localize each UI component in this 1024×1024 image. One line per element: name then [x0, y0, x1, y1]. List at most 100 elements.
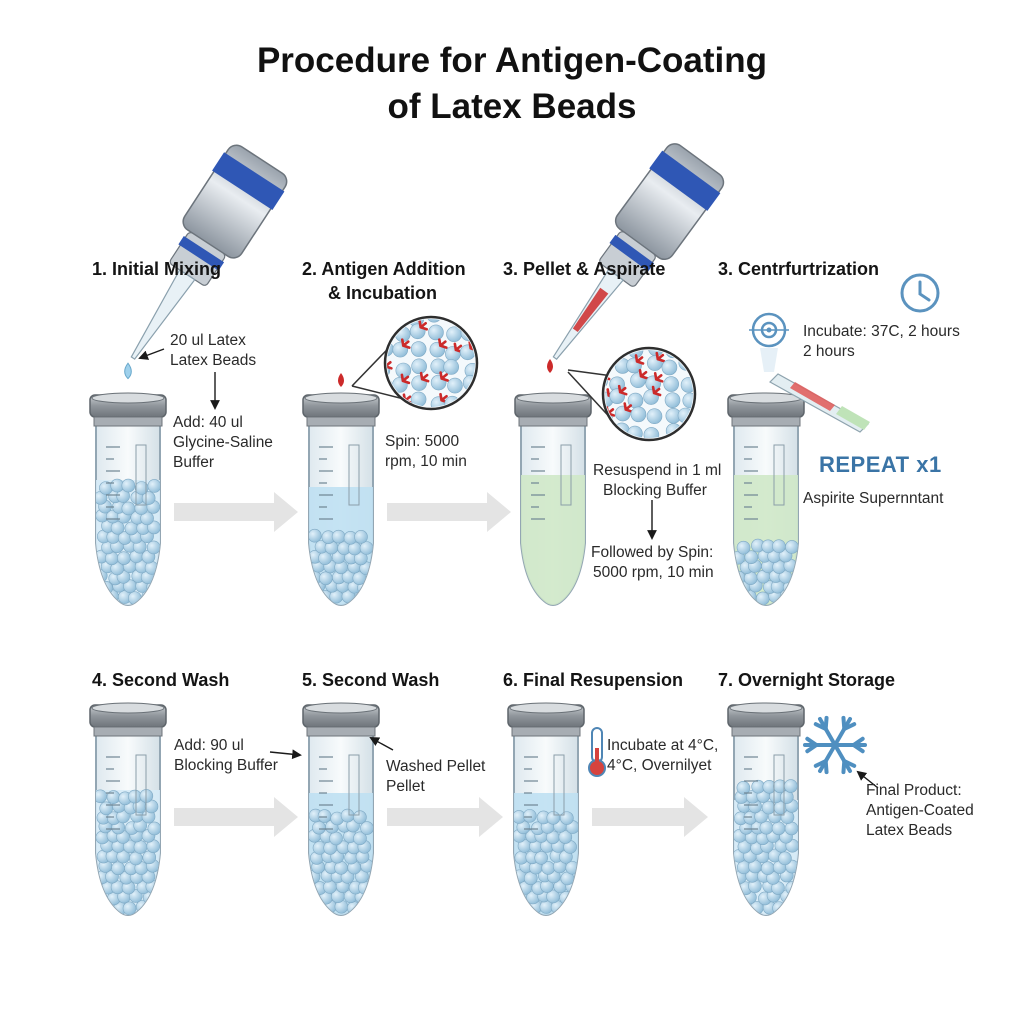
flow-arrow: [387, 797, 503, 837]
bead: [340, 808, 355, 823]
tube: [727, 702, 805, 916]
step-3-title: 3. Pellet & Aspirate: [503, 259, 666, 279]
bead: [111, 861, 125, 876]
note-blocking90-line-2: Blocking Buffer: [174, 757, 278, 774]
note-incubate4-line-2: 4°C, Overnilyet: [607, 757, 712, 774]
bead: [754, 809, 768, 824]
bead: [771, 821, 786, 836]
flow-arrow: [174, 492, 298, 532]
step-2-title-line-1: 2. Antigen Addition: [302, 259, 466, 279]
bead: [630, 406, 647, 423]
bead: [411, 358, 427, 375]
bead: [354, 530, 368, 544]
bead: [96, 789, 108, 804]
bead: [443, 359, 459, 375]
antigen-molecule: [675, 340, 682, 348]
tube-scale: [773, 444, 785, 506]
tube-collar: [518, 416, 588, 427]
bead: [560, 811, 574, 825]
tube-cap-rim: [509, 702, 583, 714]
note-glycine-line-3: Buffer: [173, 454, 215, 471]
antigen-molecule: [605, 423, 614, 435]
bead: [312, 820, 326, 835]
tube-cap-rim: [304, 702, 378, 714]
bead: [147, 821, 160, 836]
bead: [96, 590, 109, 604]
note-spin-line-2: rpm, 10 min: [385, 453, 467, 470]
flow-arrow: [592, 797, 708, 837]
tube-scale: [135, 754, 147, 816]
note-glycine-line-2: Glycine-Saline: [173, 434, 273, 451]
bead: [117, 551, 131, 565]
bead: [353, 831, 367, 846]
bead: [646, 408, 663, 425]
tube-collar: [731, 726, 801, 737]
flow-arrow: [387, 492, 511, 532]
antigen-molecule: [418, 319, 428, 331]
step-7-title: 7. Overnight Storage: [718, 670, 896, 690]
bead: [447, 377, 463, 394]
droplet-icon: [547, 359, 553, 373]
bead: [147, 479, 160, 493]
bead: [736, 781, 751, 795]
tube: [302, 392, 380, 606]
antigen-molecule: [418, 309, 425, 317]
tube-collar: [306, 416, 376, 427]
note-incubate37-line-2: 2 hours: [803, 343, 855, 360]
pipette-icon: [769, 373, 870, 433]
snowflake-branch: [813, 759, 828, 768]
flow-arrow: [174, 797, 298, 837]
bead: [605, 373, 608, 389]
antigen-molecule: [655, 351, 666, 363]
snowflake-branch: [823, 715, 829, 731]
snowflake-branch: [841, 759, 847, 775]
note-aspirate: Aspirite Supernntant: [803, 490, 944, 507]
tube-collar: [731, 416, 801, 427]
note-final-line-2: Antigen-Coated: [866, 802, 974, 819]
tube: [514, 392, 592, 606]
tube-scale: [560, 444, 572, 506]
antigen-molecule: [634, 354, 645, 365]
antigen-molecule: [439, 371, 449, 382]
antigen-molecule: [623, 402, 634, 413]
tubes: [89, 392, 805, 916]
antigen-molecule: [400, 373, 411, 385]
thermometer-mercury: [595, 748, 599, 764]
droplet-icon: [124, 362, 132, 380]
tube-collar: [306, 726, 376, 737]
tube: [302, 702, 380, 916]
bead: [605, 427, 612, 438]
pointer-arrow: [369, 737, 394, 751]
bead: [140, 511, 154, 526]
pointer-arrow: [856, 770, 879, 789]
bead: [410, 341, 427, 357]
antigen-molecule: [438, 338, 448, 349]
bead: [785, 540, 798, 554]
step-1-title: 1. Initial Mixing: [92, 259, 222, 279]
note-spin-line-1: Spin: 5000: [385, 433, 460, 450]
note-latex-line-1: 20 ul Latex: [170, 332, 246, 349]
tube-scale: [348, 444, 360, 506]
note-resuspend-line-1: Resuspend in 1 ml: [593, 462, 722, 479]
repeat-label: REPEAT x1: [819, 452, 942, 477]
note-washed-line-2: Pellet: [386, 778, 425, 795]
timer-icon: [749, 312, 789, 372]
bead: [359, 900, 373, 914]
tube-cap-rim: [729, 392, 803, 404]
bead: [558, 830, 573, 844]
bead: [309, 588, 322, 603]
antigen-molecule: [387, 359, 393, 370]
bead: [460, 319, 475, 328]
pointer-arrow: [138, 348, 165, 360]
flow-arrows: [174, 492, 708, 837]
bead-cluster: [309, 808, 373, 915]
tube-cap-rim: [91, 702, 165, 714]
tube-scale: [773, 754, 785, 816]
pipette-icon: [552, 143, 725, 360]
bead: [387, 319, 393, 325]
note-blocking90-line-1: Add: 90 ul: [174, 737, 244, 754]
bead-cluster: [309, 528, 373, 604]
bead: [446, 319, 463, 322]
bead: [141, 491, 156, 505]
pipette-band: [649, 150, 721, 211]
